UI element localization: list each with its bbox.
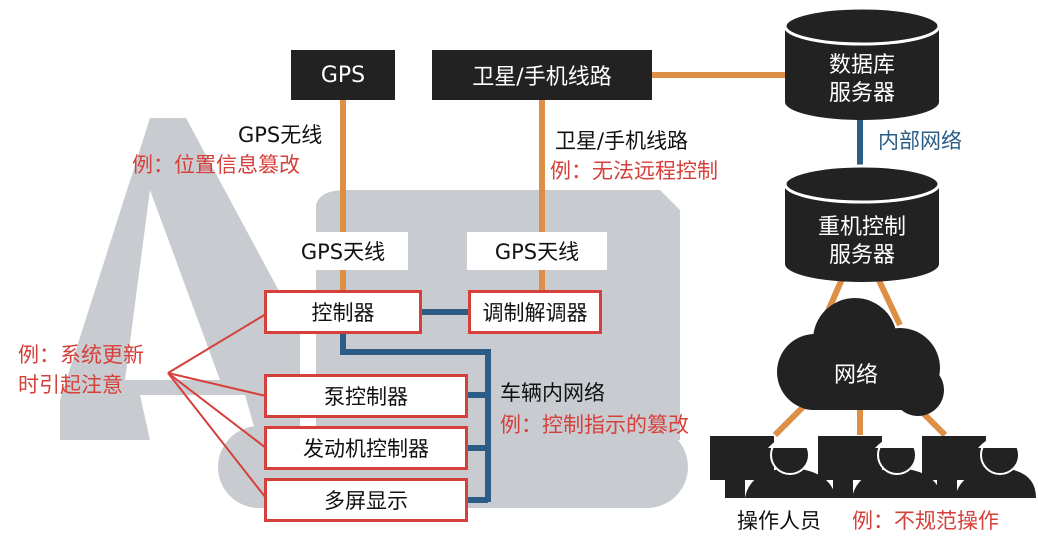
operator-icon-3 (922, 435, 1036, 498)
update-example-line1: 例：系统更新 (18, 343, 144, 367)
network-label: 网络 (834, 363, 879, 388)
operator-icon-2 (818, 435, 942, 498)
callout-line-pump (167, 372, 267, 397)
satellite-line-label: 卫星/手机线路 (555, 129, 689, 153)
gps-antenna-2: GPS天线 (467, 232, 607, 270)
gps-example-label: 例：位置信息篡改 (132, 153, 300, 177)
database-server-label: 数据库 服务器 (785, 52, 939, 108)
pump-controller-box: 泵控制器 (264, 374, 468, 418)
excavator-boom (60, 118, 300, 440)
operator-example-label: 例：不规范操作 (852, 509, 999, 533)
crane-server-label-line1: 重机控制 (817, 215, 906, 240)
internal-network-label: 内部网络 (878, 129, 962, 153)
crane-server-label: 重机控制 服务器 (785, 214, 939, 270)
vehicle-example-label: 例：控制指示的篡改 (500, 413, 689, 437)
network-cloud-icon (777, 298, 944, 416)
database-server-icon (783, 6, 941, 120)
engine-controller-box: 发动机控制器 (264, 426, 468, 470)
update-example-line2: 时引起注意 (18, 373, 123, 397)
gps-wireless-label: GPS无线 (238, 123, 323, 147)
controller-box: 控制器 (264, 290, 422, 334)
database-server-label-line2: 服务器 (828, 81, 895, 106)
modem-box: 调制解调器 (468, 290, 602, 334)
crane-server-label-line2: 服务器 (828, 243, 895, 268)
satellite-line-node: 卫星/手机线路 (432, 50, 652, 100)
satellite-example-label: 例：无法远程控制 (550, 159, 718, 183)
vehicle-bus (340, 332, 491, 503)
crane-server-icon (783, 164, 941, 282)
database-server-label-line1: 数据库 (828, 53, 895, 78)
callout-line-controller (167, 313, 267, 374)
multi-display-box: 多屏显示 (264, 478, 468, 522)
vehicle-network-label: 车辆内网络 (500, 381, 605, 405)
gps-node: GPS (291, 50, 395, 100)
operators-label: 操作人员 (737, 509, 821, 533)
gps-antenna-1: GPS天线 (278, 232, 408, 270)
callout-line-display (167, 372, 267, 499)
callout-lines (167, 313, 267, 499)
callout-line-engine (167, 372, 267, 449)
operator-icon-1 (710, 435, 836, 498)
